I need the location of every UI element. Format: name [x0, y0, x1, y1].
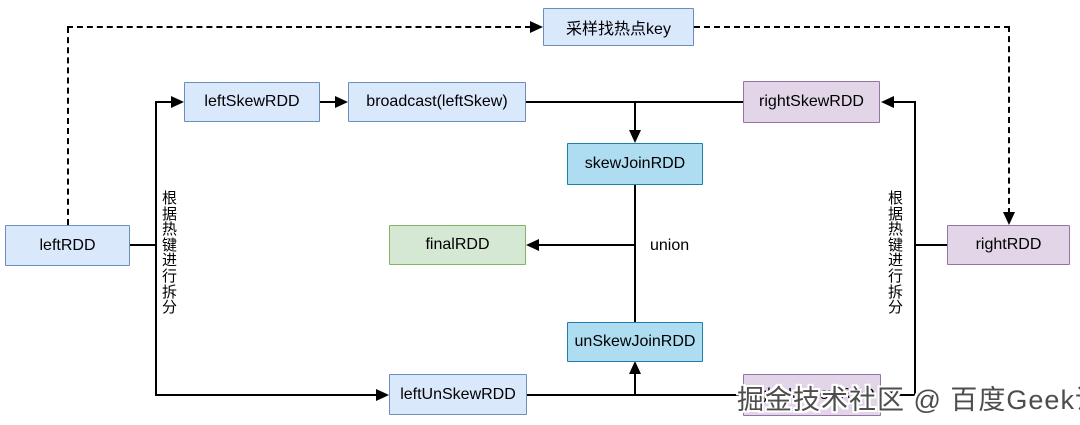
- edge-rail-to-rightskew: [894, 101, 915, 103]
- node-right-rdd-label: rightRDD: [975, 236, 1042, 253]
- arrowhead-into-right-skew: [881, 96, 894, 108]
- node-right-skew-rdd: rightSkewRDD: [743, 81, 880, 123]
- node-left-rdd-label: leftRDD: [39, 236, 96, 254]
- arrowhead-into-right-rdd: [1003, 212, 1015, 225]
- node-left-skew-rdd: leftSkewRDD: [184, 82, 320, 122]
- node-broadcast-left-skew-label: broadcast(leftSkew): [366, 93, 508, 110]
- edge-union-column: [634, 185, 636, 322]
- edge-leftunskew-to-rightunskew: [527, 394, 743, 396]
- arrowhead-into-right-unskew: [881, 389, 894, 401]
- edge-branch-to-skewjoin: [634, 101, 636, 132]
- node-skew-join-rdd: skewJoinRDD: [567, 143, 703, 185]
- node-left-unskew-rdd-label: leftUnSkewRDD: [400, 385, 516, 403]
- node-sample-hot-key: 采样找热点key: [543, 8, 694, 46]
- arrowhead-into-left-skew: [171, 96, 184, 108]
- edge-leftrdd-to-rail: [130, 244, 157, 246]
- node-right-unskew-rdd-label: rightUnSkewRDD: [749, 386, 875, 403]
- edge-union-to-final: [539, 244, 635, 246]
- arrowhead-into-skew-join: [629, 130, 641, 143]
- node-broadcast-left-skew: broadcast(leftSkew): [348, 82, 526, 122]
- edge-label-union: union: [648, 237, 692, 255]
- watermark-text: 掘金技术社区 @ 百度Geek说: [737, 385, 1080, 415]
- edge-leftrdd-up-dashed: [67, 27, 69, 225]
- node-final-rdd: finalRDD: [389, 225, 526, 265]
- arrowhead-into-broadcast: [335, 96, 348, 108]
- node-unskew-join-rdd-label: unSkewJoinRDD: [574, 333, 696, 350]
- edge-left-rail: [155, 101, 157, 396]
- arrowhead-into-sample-box: [530, 21, 543, 33]
- node-left-rdd: leftRDD: [5, 225, 130, 266]
- node-left-skew-rdd-label: leftSkewRDD: [204, 93, 300, 110]
- edge-rightrdd-down-dashed: [1008, 26, 1010, 214]
- edge-leftskew-to-broadcast: [320, 101, 337, 103]
- arrowhead-into-final: [526, 239, 539, 251]
- node-left-unskew-rdd: leftUnSkewRDD: [389, 374, 527, 415]
- node-right-rdd: rightRDD: [947, 225, 1070, 265]
- arrowhead-into-left-unskew: [376, 389, 389, 401]
- edge-rail-to-leftskew: [155, 101, 175, 103]
- node-unskew-join-rdd: unSkewJoinRDD: [567, 322, 703, 362]
- edge-rail-to-rightunskew: [894, 394, 915, 396]
- edge-label-left-split: 根据热键进行拆分: [161, 190, 178, 317]
- edge-rightrdd-to-rail: [915, 244, 947, 246]
- node-skew-join-rdd-label: skewJoinRDD: [584, 155, 686, 172]
- node-sample-hot-key-label: 采样找热点key: [566, 21, 671, 38]
- edge-label-right-split: 根据热键进行拆分: [887, 190, 904, 317]
- edge-top-right-dashed: [694, 26, 1010, 28]
- node-final-rdd-label: finalRDD: [425, 236, 490, 253]
- edge-right-rail: [914, 101, 916, 396]
- edge-top-left-dashed: [67, 26, 531, 28]
- node-right-unskew-rdd: rightUnSkewRDD: [743, 374, 881, 416]
- edge-rail-to-leftunskew: [155, 394, 378, 396]
- edge-branch-to-unskewjoin: [634, 373, 636, 394]
- arrowhead-into-unskew-join: [629, 361, 641, 374]
- node-right-skew-rdd-label: rightSkewRDD: [759, 93, 864, 110]
